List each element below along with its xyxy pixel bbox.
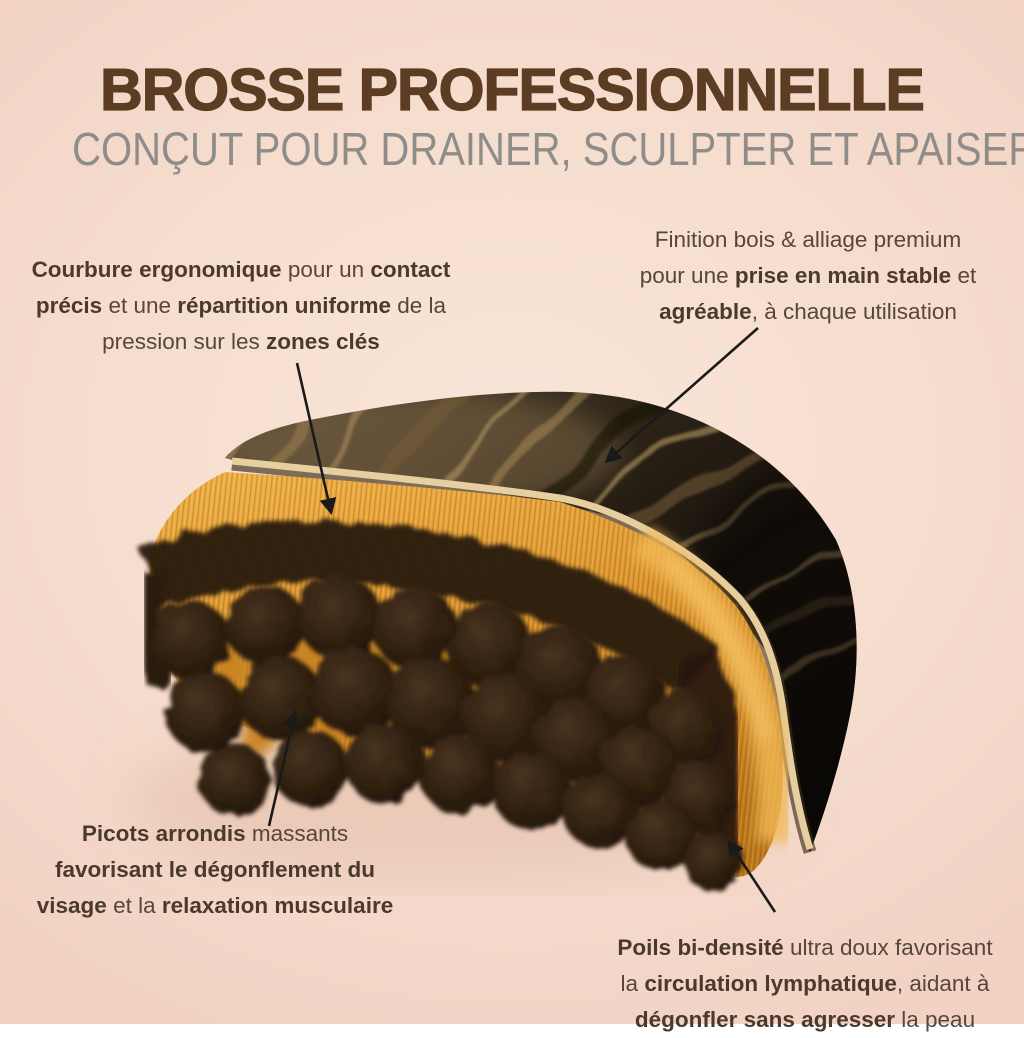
callout-line: pression sur les zones clés bbox=[6, 324, 476, 360]
callout-text-segment: dégonfler sans agresser bbox=[634, 1007, 896, 1032]
callout-line: agréable, à chaque utilisation bbox=[608, 294, 1008, 330]
callout-text-segment: la bbox=[620, 971, 645, 996]
brush-handle-rim bbox=[231, 457, 817, 854]
callout-text-segment: , à chaque utilisation bbox=[751, 299, 957, 324]
callout-arrow-curvature bbox=[295, 362, 337, 516]
callout-text-segment: circulation lymphatique bbox=[644, 971, 897, 996]
callout-text-segment: relaxation musculaire bbox=[161, 893, 394, 918]
callout-line: favorisant le dégonflement du bbox=[15, 852, 415, 888]
callout-bi-density-bristles: Poils bi-densité ultra doux favorisant l… bbox=[595, 930, 1015, 1038]
callout-arrow-picots bbox=[267, 709, 301, 827]
callout-text-segment: massants bbox=[245, 821, 349, 846]
brush-picots bbox=[134, 520, 754, 892]
callout-text-segment: Finition bois & alliage premium bbox=[654, 227, 962, 252]
callout-text-segment: pression sur les bbox=[102, 329, 266, 354]
callout-arrow-bristles bbox=[727, 839, 777, 913]
callout-text-segment: ultra doux favorisant bbox=[783, 935, 993, 960]
callout-text-segment: favorisant le dégonflement du bbox=[54, 857, 376, 882]
callout-text-segment: pour un bbox=[281, 257, 371, 282]
callout-text-segment: répartition uniforme bbox=[177, 293, 392, 318]
callout-text-segment: Courbure ergonomique bbox=[31, 257, 282, 282]
callout-text-segment: Poils bi-densité bbox=[617, 935, 784, 960]
callout-text-segment: visage bbox=[36, 893, 107, 918]
callout-text-segment: agréable bbox=[659, 299, 752, 324]
callout-line: Picots arrondis massants bbox=[15, 816, 415, 852]
callout-rounded-picots: Picots arrondis massants favorisant le d… bbox=[15, 816, 415, 924]
page-subtitle-wrap: CONÇUT POUR DRAINER, SCULPTER ET APAISER bbox=[0, 122, 1024, 176]
callout-arrows bbox=[267, 327, 777, 913]
callout-line: la circulation lymphatique, aidant à bbox=[595, 966, 1015, 1002]
callout-text-segment: , aidant à bbox=[896, 971, 990, 996]
callout-line: dégonfler sans agresser la peau bbox=[595, 1002, 1015, 1038]
callout-line: Poils bi-densité ultra doux favorisant bbox=[595, 930, 1015, 966]
callout-line: visage et la relaxation musculaire bbox=[15, 888, 415, 924]
callout-text-segment: de la bbox=[391, 293, 447, 318]
callout-text-segment: et une bbox=[102, 293, 178, 318]
callout-arrow-finish bbox=[604, 327, 759, 464]
callout-text-segment: précis bbox=[35, 293, 103, 318]
callout-line: Courbure ergonomique pour un contact bbox=[6, 252, 476, 288]
callout-text-segment: et bbox=[951, 263, 977, 288]
callout-line: Finition bois & alliage premium bbox=[608, 222, 1008, 258]
callout-line: précis et une répartition uniforme de la bbox=[6, 288, 476, 324]
callout-line: pour une prise en main stable et bbox=[608, 258, 1008, 294]
callout-text-segment: et la bbox=[106, 893, 162, 918]
callout-text-segment: prise en main stable bbox=[734, 263, 952, 288]
callout-text-segment: la peau bbox=[895, 1007, 976, 1032]
page-title: BROSSE PROFESSIONNELLE bbox=[99, 56, 925, 123]
callout-text-segment: contact bbox=[370, 257, 451, 282]
callout-ergonomic-curvature: Courbure ergonomique pour un contact pré… bbox=[6, 252, 476, 360]
callout-text-segment: Picots arrondis bbox=[81, 821, 246, 846]
page-subtitle: CONÇUT POUR DRAINER, SCULPTER ET APAISER bbox=[72, 123, 1024, 175]
callout-premium-finish: Finition bois & alliage premium pour une… bbox=[608, 222, 1008, 330]
callout-text-segment: zones clés bbox=[266, 329, 380, 354]
callout-text-segment: pour une bbox=[639, 263, 735, 288]
